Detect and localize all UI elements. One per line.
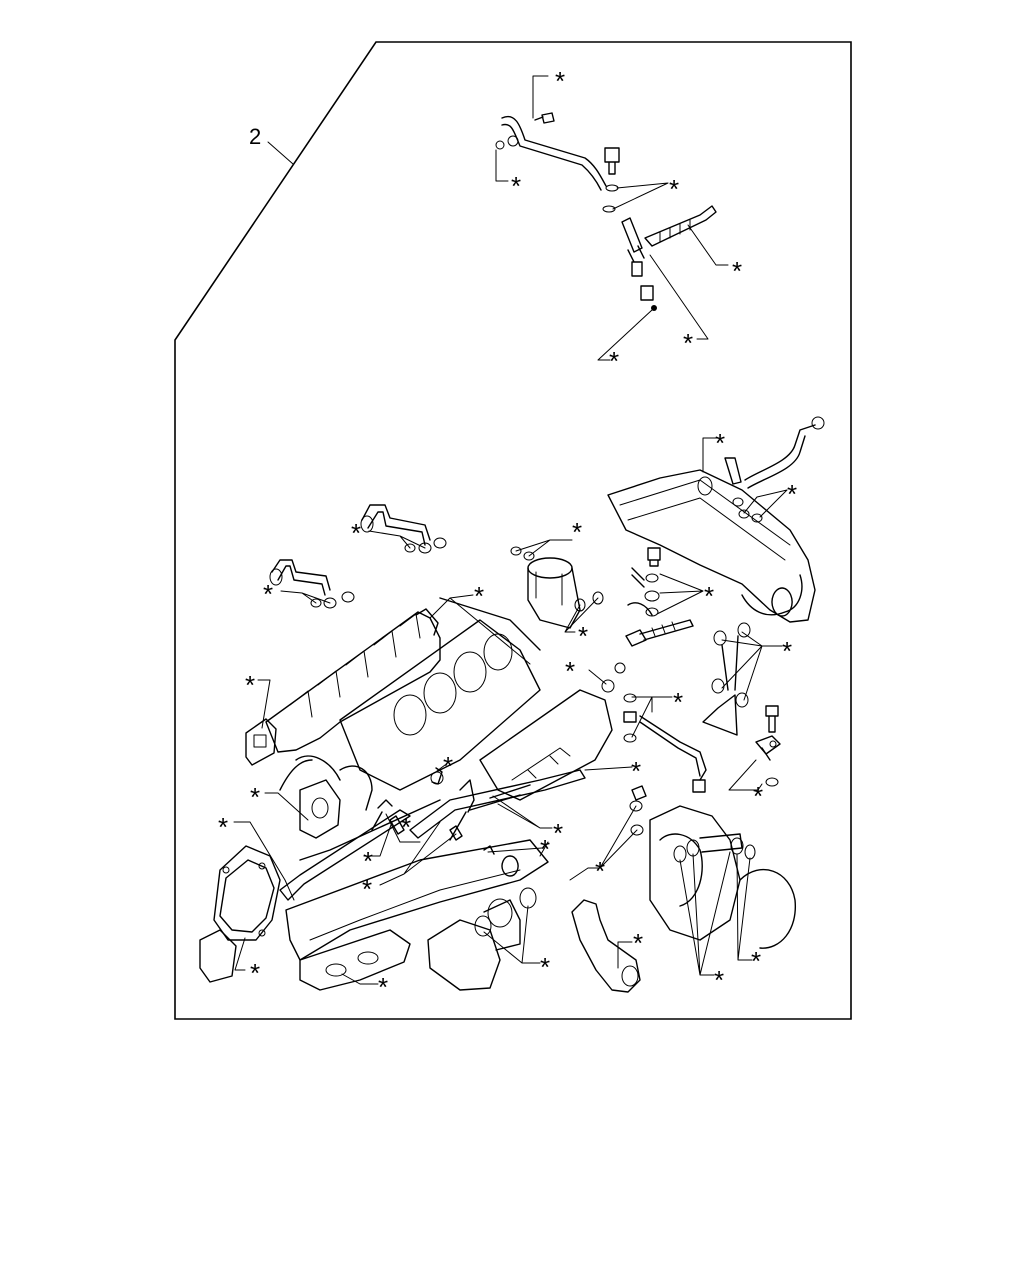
callout-3: * (669, 174, 679, 204)
timing-gasket (279, 809, 549, 961)
callout-15: * (263, 579, 273, 609)
callout-16: * (572, 517, 582, 547)
leak-off-pipe (501, 115, 607, 187)
nozzle-holder (621, 217, 645, 277)
washers-pair (629, 785, 647, 836)
temp-sensor (625, 619, 694, 647)
water-outlet (571, 899, 641, 993)
thermostat-housing (427, 887, 537, 991)
callout-6: * (609, 346, 619, 376)
callout-28: * (553, 818, 563, 848)
callout-22: * (218, 812, 228, 842)
callout-2: * (511, 171, 521, 201)
callout-9: * (704, 581, 714, 611)
kit-number-label: 2 (249, 124, 261, 149)
banjo-a (507, 135, 519, 147)
washer-a (495, 140, 505, 150)
callout-34: * (714, 965, 724, 995)
callout-23: * (250, 958, 260, 988)
callout-18: * (474, 581, 484, 611)
callout-21: * (250, 782, 260, 812)
callout-1: * (555, 66, 565, 96)
callout-7: * (715, 428, 725, 458)
exhaust-gasket (245, 718, 277, 766)
rocker-cover-gasket (299, 769, 586, 861)
callout-8: * (787, 479, 797, 509)
gasket-small (651, 305, 657, 311)
callout-25: * (443, 751, 453, 781)
callout-24: * (363, 846, 373, 876)
water-pump (199, 845, 281, 983)
bolt-bracket (755, 705, 781, 787)
callout-27: * (401, 812, 411, 842)
callout-20: * (631, 756, 641, 786)
callout-12: * (753, 781, 763, 811)
oil-pipe (623, 693, 707, 793)
callout-19: * (565, 656, 575, 686)
intake-manifold (607, 416, 825, 623)
injector-group (495, 112, 717, 311)
seal-ring (601, 679, 615, 693)
exhaust-manifold (245, 608, 441, 766)
callout-30: * (595, 856, 605, 886)
turbocharger (649, 805, 796, 949)
callout-4: * (732, 256, 742, 286)
exhaust-flange (299, 929, 411, 991)
callout-17: * (578, 621, 588, 651)
intake-ports (339, 597, 541, 791)
vacuum-pipe (744, 424, 816, 489)
callout-14: * (351, 518, 361, 548)
callout-5: * (683, 328, 693, 358)
callout-32: * (540, 952, 550, 982)
callout-35: * (751, 946, 761, 976)
pipe-cluster-right (702, 622, 751, 736)
callout-29: * (540, 834, 550, 864)
callout-26: * (362, 874, 372, 904)
callout-13: * (245, 670, 255, 700)
kit-frame (174, 41, 852, 1020)
injector-callouts: * * * * * * (495, 66, 742, 376)
oil-filter-housing (510, 546, 604, 629)
washer-c (602, 205, 616, 213)
callout-11: * (673, 687, 683, 717)
dipstick-parts (371, 767, 519, 877)
callout-31: * (378, 972, 388, 1002)
water-pipe-a (360, 504, 447, 554)
washer-b (605, 184, 619, 192)
kit-number-leader (267, 141, 294, 165)
cylinder-head (479, 662, 626, 801)
callout-33: * (633, 928, 643, 958)
nozzle-seat (640, 285, 654, 301)
water-pipe-b (269, 559, 355, 609)
callout-10: * (782, 636, 792, 666)
sensor-group (625, 547, 694, 647)
union-bolt (604, 147, 620, 175)
exhaust-elbow (279, 755, 373, 839)
nozzle (644, 205, 717, 247)
